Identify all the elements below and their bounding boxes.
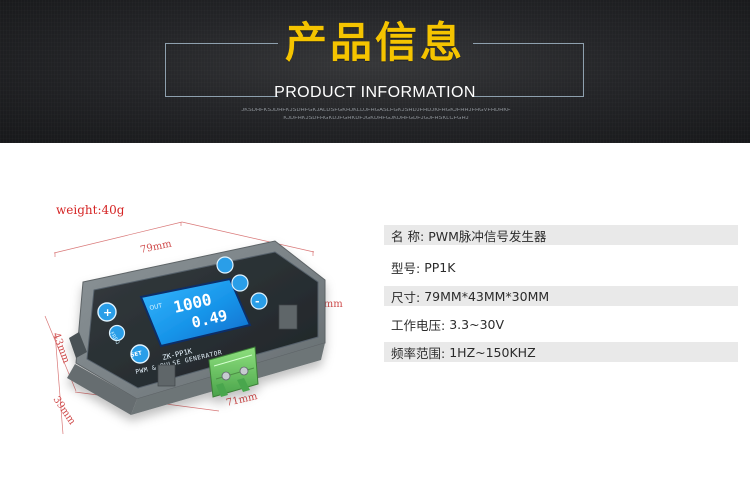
header-title: 产品信息	[284, 18, 465, 67]
spec-label-name: 名 称:	[391, 228, 425, 244]
device-set-button: SET	[130, 350, 143, 358]
device-plus-button: +	[103, 306, 112, 319]
spec-row-voltage: 工作电压: 3.3~30V	[384, 314, 738, 334]
spec-row-model: 型号: PP1K	[384, 257, 738, 277]
header-frame-left	[165, 43, 278, 97]
spec-list: 名 称: PWM脉冲信号发生器 型号: PP1K 尺寸: 79MM*43MM*3…	[384, 225, 738, 367]
spec-value-voltage: 3.3~30V	[449, 316, 505, 332]
product-image: 79mm 43mm 30mm 39mm 71mm 1000 0.49 OUT Z…	[44, 221, 343, 435]
spec-row-name: 名 称: PWM脉冲信号发生器	[384, 225, 738, 245]
dimension-bottom-depth-label: 39mm	[51, 395, 78, 428]
product-info-header: 产品信息 PRODUCT INFORMATION JKSDHFKSJDHFKJS…	[0, 0, 750, 143]
dimension-depth-label: 30mm	[311, 299, 343, 310]
decorative-text-line-2: KJDFHKJSDFHGKDJFGHKDFJGKDHFGJKDHFGDFJGJF…	[283, 116, 469, 121]
spec-label-model: 型号:	[391, 260, 421, 276]
display-out-label: OUT	[149, 302, 163, 312]
spec-row-size: 尺寸: 79MM*43MM*30MM	[384, 286, 738, 306]
spec-value-model: PP1K	[424, 259, 456, 275]
spec-label-voltage: 工作电压:	[391, 317, 446, 333]
spec-label-frequency: 频率范围:	[391, 345, 446, 361]
spec-value-frequency: 1HZ~150KHZ	[449, 344, 536, 360]
spec-label-size: 尺寸:	[391, 289, 421, 305]
device-buttons: + SET FREQ -	[97, 256, 268, 364]
device-minus-button: -	[255, 295, 260, 308]
dimension-height-label: 43mm	[50, 331, 71, 365]
dimension-width-label: 79mm	[139, 238, 173, 255]
spec-row-frequency: 频率范围: 1HZ~150KHZ	[384, 342, 738, 362]
green-terminal-block	[208, 346, 259, 398]
side-clips	[69, 304, 298, 387]
dimension-bottom-width-label: 71mm	[225, 391, 259, 409]
decorative-text-line-1: JKSDHFKSJDHFKJSDHFGKJALDSFGKHJKLDJFHGASL…	[241, 108, 511, 113]
product-weight: weight:40g	[56, 203, 125, 217]
header-subtitle: PRODUCT INFORMATION	[274, 84, 476, 101]
spec-value-size: 79MM*43MM*30MM	[424, 288, 550, 304]
header-frame-top-right	[473, 43, 583, 44]
spec-value-name: PWM脉冲信号发生器	[428, 228, 547, 244]
signal-generator-device: 1000 0.49 OUT ZK-PP1K PWM & PULSE GENERA…	[67, 240, 326, 415]
